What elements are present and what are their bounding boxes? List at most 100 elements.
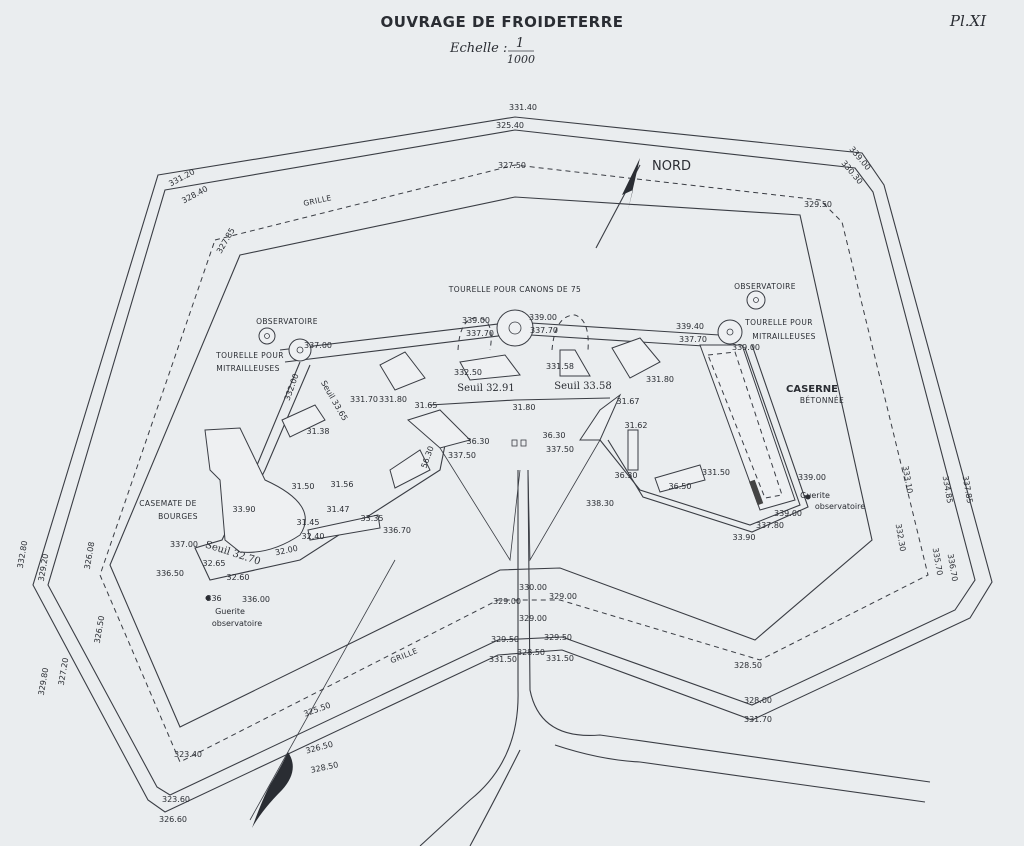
elevation-label: 326.50 [93,615,107,644]
elevation-label: 336 [206,594,221,603]
central-bastion-left [406,409,471,449]
parapet-block [459,354,521,381]
map-label: BOURGES [158,512,198,521]
elevation-label: 332.30 [894,523,908,552]
elevation-label: 31.38 [307,427,330,436]
elevation-label: Seuil 33.65 [319,379,349,422]
elevation-label: 329.80 [37,667,51,696]
map-label: GRILLE [389,646,419,665]
caserne-betonnee [699,344,796,511]
parapet-block [559,349,591,377]
elevation-label: Guerite [215,607,245,616]
elevation-label: 31.56 [331,480,354,489]
elevation-label: 339.00 [798,473,826,482]
elevation-label: 331.50 [489,655,517,664]
elevation-label: 336.70 [383,526,411,535]
elevation-label: 33.90 [233,505,256,514]
elevation-label: 332.80 [16,540,30,569]
elevation-label: 331.50 [702,468,730,477]
observatoire-left-center [264,333,270,339]
elevation-label: 325.50 [302,701,331,719]
elevation-label: 328.40 [180,184,209,205]
elevation-label: 337.00 [170,540,198,549]
tourelle-75-center [508,321,522,335]
entrance-road-edge [419,470,519,846]
elevation-label: 31.45 [297,518,320,527]
elevation-label: 32.40 [302,532,325,541]
elevation-label: 338.30 [586,499,614,508]
elevation-label: 330.00 [519,583,547,592]
elevation-label: 33.90 [733,533,756,542]
elevation-label: 329.20 [37,553,51,582]
counterscarp-line [47,129,976,796]
elevation-label: 31.67 [617,397,640,406]
elevation-label: 339.00 [732,343,760,352]
elevation-label: 32.60 [227,573,250,582]
right-gallery [599,347,801,526]
map-label: CASERNE [786,384,838,395]
elevation-label: 337.00 [304,341,332,350]
elevation-label: 31.47 [327,505,350,514]
elevation-label: 331.50 [546,654,574,663]
casemate-de-bourges [204,427,306,553]
guerite-dot-left [205,595,211,601]
elevation-label: 36.30 [615,471,638,480]
plate-number: Pl.XI [949,12,987,30]
caserne-rooms [707,351,783,499]
elevation-label: 327.50 [498,161,526,170]
map-label: Seuil 32.91 [457,383,514,394]
north-arrow-icon [622,158,640,210]
tourelle-right-center [726,328,734,336]
escape-outline [457,317,492,351]
scale-label: Echelle : [449,41,507,56]
elevation-label: 339.00 [529,313,557,322]
elevation-label: 327.20 [57,657,71,686]
tourelle-mitrailleuses-left [288,338,312,362]
elevation-label: 337.70 [679,335,707,344]
elevation-label: 331.70 [744,715,772,724]
map-label: MITRAILLEUSES [216,364,280,373]
entrance-road-edge [527,469,931,783]
outer-glacis-line [32,116,993,813]
grille-dashed-line [99,164,929,763]
elevation-label: 339.00 [774,509,802,518]
elevation-label: 31.50 [292,482,315,491]
elevation-label: 31.80 [513,403,536,412]
observatoire-right-center [753,297,759,303]
elevation-label: 327.85 [215,226,237,255]
glacis-slope [439,447,521,562]
elevation-label: 336.50 [156,569,184,578]
tourelle-left-center [296,346,304,354]
stair [749,479,764,506]
elevation-label: 326.08 [83,541,97,570]
map-label: TOURELLE POUR CANONS DE 75 [448,285,581,294]
elevation-label: 329.00 [493,597,521,606]
elevation-label: 36.30 [543,431,566,440]
elevation-label: 31.62 [625,421,648,430]
map-label: TOURELLE POUR [744,318,813,327]
inner-grille-line [109,196,873,728]
elevation-label: 337.70 [530,326,558,335]
elevation-label: 329.00 [549,592,577,601]
elevation-label: 31.65 [415,401,438,410]
elevation-label: 32.65 [203,559,226,568]
elevation-label: 323.40 [174,750,202,759]
road-edge [469,749,521,846]
elevation-label: 331.40 [509,103,537,112]
elevation-label: 337.50 [448,451,476,460]
elevation-label: observatoire [212,619,262,628]
elevation-label: 328.00 [744,696,772,705]
elevation-label: 56.30 [420,445,436,470]
elevation-label: 326.50 [305,740,334,756]
gate-post [511,439,518,447]
elevation-label: 335.70 [931,547,945,576]
elevation-label: 329.00 [519,614,547,623]
guerite-dot-right [805,494,811,500]
elevation-label: 331.80 [379,395,407,404]
elevation-label: 337.85 [961,475,975,504]
traverse [281,404,326,438]
observatoire-left [258,327,276,345]
right-gallery-outer [607,344,809,533]
elevation-label: 33.35 [361,514,384,523]
